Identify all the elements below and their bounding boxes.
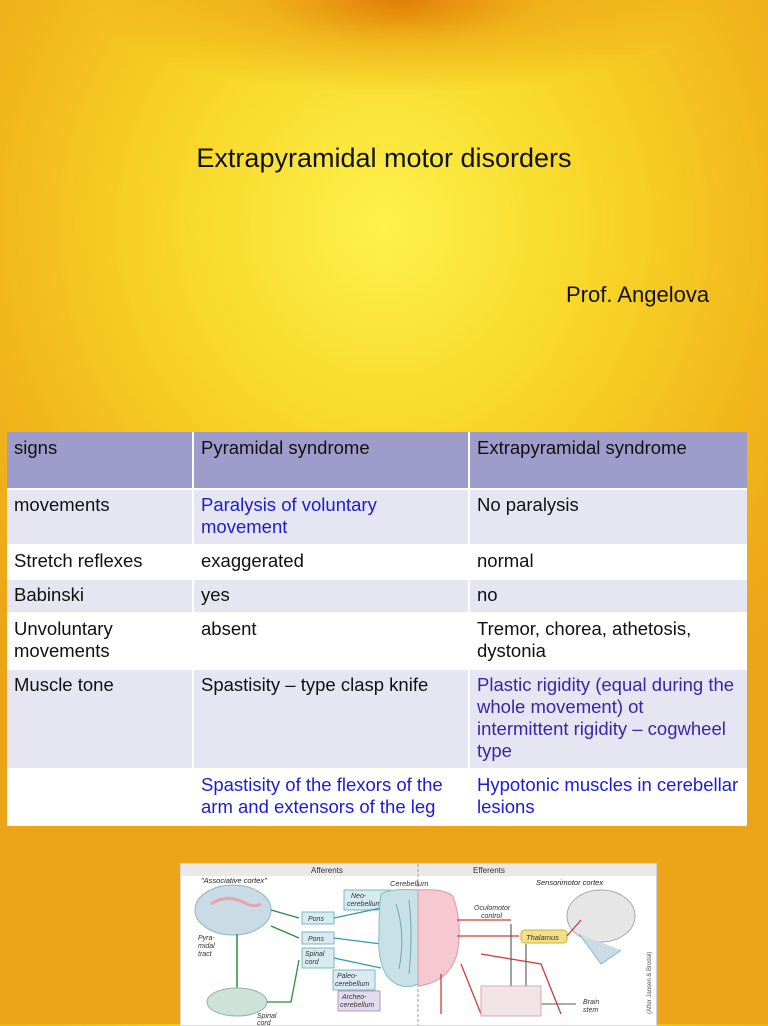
- table-row: Muscle tone Spastisity – type clasp knif…: [7, 669, 747, 770]
- paleo-cerebellum-box: [332, 969, 376, 991]
- cell-pyramidal: Spastisity – type clasp knife: [193, 669, 470, 770]
- cell-sign: Stretch reflexes: [7, 545, 194, 580]
- cerebellum-label: Cerebellum: [390, 879, 428, 888]
- cerebellum-folia: [395, 899, 412, 975]
- cell-sign: Babinski: [7, 579, 194, 614]
- efferents-label: Efferents: [473, 866, 505, 875]
- pyramidal-label-1: Pyra-: [198, 935, 215, 942]
- spinal-cord-label-2: cord: [305, 959, 320, 966]
- top-glow: [0, 0, 768, 95]
- cell-extrapyramidal: Plastic rigidity (equal during the whole…: [469, 669, 747, 770]
- spinal-cord-section: [206, 987, 268, 1017]
- efferent-arrows-2: [440, 953, 562, 1015]
- thalamus-box: [520, 929, 568, 944]
- table-header-row: signs Pyramidal syndrome Extrapyramidal …: [7, 432, 747, 490]
- table-row: Spastisity of the flexors of the arm and…: [7, 769, 747, 826]
- cerebellum-diagram-svg: Afferents Efferents "Associative cortex"…: [181, 864, 656, 1025]
- afferent-arrow-2: [270, 925, 300, 939]
- associative-cortex-shape: [194, 884, 272, 936]
- cerebellum-right-shape: [417, 889, 460, 987]
- cell-extrapyramidal: Tremor, chorea, athetosis, dystonia: [469, 613, 747, 670]
- archeo-label-1: Archeo-: [341, 994, 367, 1001]
- figure-credit: (After Jansen & Brodal): [647, 952, 653, 1014]
- header-signs: signs: [7, 432, 194, 490]
- efferent-target-box: [480, 985, 542, 1017]
- sensorimotor-cortex-label: Sensorimotor cortex: [536, 878, 603, 887]
- comparison-table: signs Pyramidal syndrome Extrapyramidal …: [7, 432, 747, 826]
- oculomotor-label-2: control: [481, 913, 502, 920]
- archeo-label-2: cerebellum: [340, 1002, 374, 1009]
- slide-author: Prof. Angelova: [566, 282, 710, 307]
- paleo-label-2: cerebellum: [335, 981, 369, 988]
- pyramidal-label-3: tract: [198, 951, 213, 958]
- brain-stem-label-1: Brain: [583, 999, 599, 1006]
- cerebellum-left-shape: [378, 889, 419, 988]
- archeo-cerebellum-box: [337, 990, 381, 1012]
- thalamus-label: Thalamus: [526, 933, 559, 942]
- pyramidal-label-2: midal: [198, 943, 215, 950]
- slide-title: Extrapyramidal motor disorders: [196, 143, 572, 173]
- brain-stem-label-2: stem: [583, 1007, 598, 1014]
- cell-extrapyramidal: Hypotonic muscles in cerebellar lesions: [469, 769, 747, 826]
- cell-extrapyramidal: no: [469, 579, 747, 614]
- cell-sign: Muscle tone: [7, 669, 194, 770]
- sensorimotor-cortex-shape: [566, 889, 636, 943]
- spinal-cord-bottom-label-1: Spinal: [257, 1013, 277, 1020]
- afferent-arrows-to-cerebellum: [333, 907, 382, 969]
- cerebellum-diagram: Afferents Efferents "Associative cortex"…: [180, 863, 657, 1026]
- cell-pyramidal: Spastisity of the flexors of the arm and…: [193, 769, 470, 826]
- neo-label-2: cerebellum: [347, 901, 381, 908]
- table-row: Stretch reflexes exaggerated normal: [7, 545, 747, 580]
- neo-label-1: Neo-: [351, 893, 367, 900]
- cell-extrapyramidal: normal: [469, 545, 747, 580]
- header-pyramidal: Pyramidal syndrome: [193, 432, 470, 490]
- afferent-arrow-3: [267, 959, 300, 1003]
- afferent-arrow-1: [270, 909, 300, 919]
- cortex-tract: [210, 897, 262, 908]
- cell-pyramidal: yes: [193, 579, 470, 614]
- brainstem-shape: [578, 933, 622, 965]
- pons-label-1: Pons: [308, 916, 324, 923]
- associative-cortex-label: "Associative cortex": [201, 876, 267, 885]
- cell-pyramidal: exaggerated: [193, 545, 470, 580]
- table-row: Unvoluntary movements absent Tremor, cho…: [7, 613, 747, 670]
- header-extrapyramidal: Extrapyramidal syndrome: [469, 432, 747, 490]
- cell-pyramidal: Paralysis of voluntary movement: [193, 489, 470, 546]
- oculomotor-label-1: Oculomotor: [474, 905, 511, 912]
- spinal-cord-label-1: Spinal: [305, 951, 325, 958]
- table-row: Babinski yes no: [7, 579, 747, 614]
- table-row: movements Paralysis of voluntary movemen…: [7, 489, 747, 546]
- cell-extrapyramidal: No paralysis: [469, 489, 747, 546]
- cell-sign: movements: [7, 489, 194, 546]
- spinal-cord-bottom-label-2: cord: [257, 1020, 272, 1025]
- cell-pyramidal: absent: [193, 613, 470, 670]
- efferent-arrows-1: [457, 919, 582, 937]
- paleo-label-1: Paleo-: [337, 973, 358, 980]
- pons-label-2: Pons: [308, 936, 324, 943]
- cell-sign: [7, 769, 194, 826]
- afferents-label: Afferents: [311, 866, 343, 875]
- cell-sign: Unvoluntary movements: [7, 613, 194, 670]
